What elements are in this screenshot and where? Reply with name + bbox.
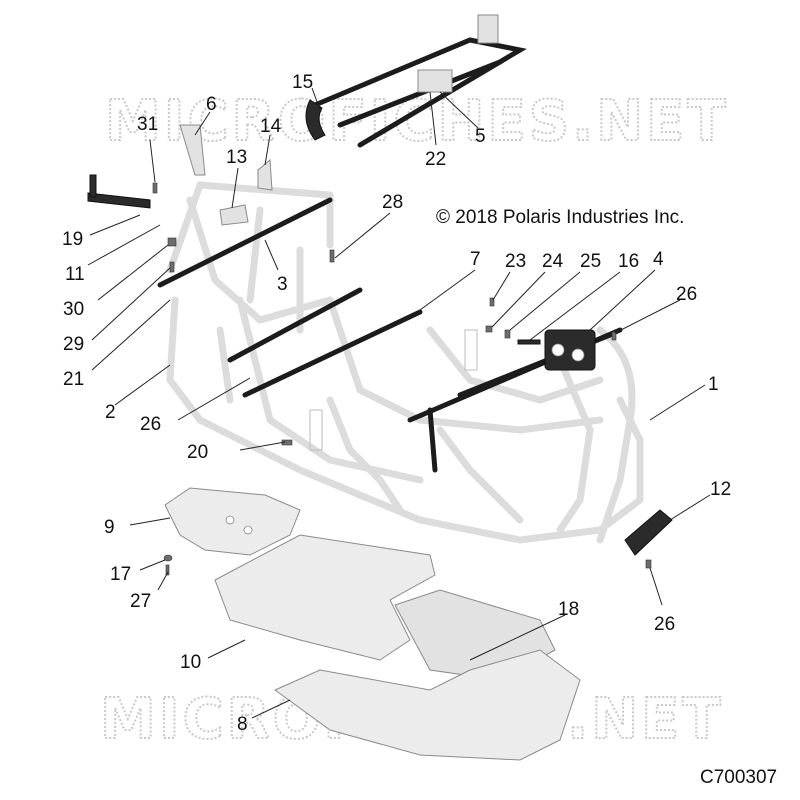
callout-12: 12 bbox=[710, 479, 731, 500]
bracket-13 bbox=[219, 204, 249, 226]
callout-6: 6 bbox=[206, 94, 217, 115]
frame-uprights bbox=[216, 206, 304, 404]
callout-11: 11 bbox=[65, 264, 85, 285]
bolt-31 bbox=[152, 182, 158, 194]
callout-22: 22 bbox=[425, 149, 446, 170]
callout-1: 1 bbox=[708, 374, 719, 395]
bracket-14 bbox=[257, 158, 273, 191]
frame-cross-brace bbox=[326, 396, 404, 514]
callout-27: 27 bbox=[130, 591, 151, 612]
callout-8: 8 bbox=[237, 714, 248, 735]
rear-mount-bracket bbox=[544, 329, 596, 371]
floor-plate-10 bbox=[214, 534, 436, 661]
frame-floor-rail-mid bbox=[326, 296, 604, 434]
part-16 bbox=[517, 339, 541, 345]
callouts: 15 5 22 6 31 14 13 19 11 30 29 21 2 3 28… bbox=[62, 72, 777, 788]
upper-rack-crossbar bbox=[337, 59, 503, 128]
bolt-27 bbox=[165, 564, 170, 576]
bracket-19 bbox=[87, 192, 151, 209]
part-25 bbox=[504, 329, 511, 339]
bolt-26-top bbox=[611, 331, 617, 341]
callout-15: 15 bbox=[292, 72, 313, 93]
upper-rack-bracket bbox=[417, 69, 453, 93]
callout-2: 2 bbox=[105, 402, 116, 423]
mount-hole bbox=[551, 343, 565, 357]
callout-13: 13 bbox=[226, 147, 247, 168]
rail-7b bbox=[242, 309, 423, 398]
skid-hole bbox=[225, 515, 235, 525]
diagram-code: C700307 bbox=[700, 767, 777, 788]
callout-25: 25 bbox=[580, 251, 601, 272]
callout-26-a: 26 bbox=[676, 284, 697, 305]
bolt-28 bbox=[329, 249, 335, 263]
frame-plate bbox=[464, 329, 478, 371]
callout-5: 5 bbox=[475, 126, 486, 147]
rail-7a bbox=[227, 287, 363, 363]
upper-rack-assembly bbox=[305, 14, 527, 148]
part-17 bbox=[163, 554, 173, 562]
frame-assembly bbox=[166, 181, 644, 544]
frame-plate-2 bbox=[309, 409, 323, 451]
bracket-12 bbox=[624, 509, 673, 556]
part-24 bbox=[485, 325, 493, 333]
copyright-notice: © 2018 Polaris Industries Inc. bbox=[436, 207, 684, 228]
callout-21: 21 bbox=[63, 369, 84, 390]
crossbar-3 bbox=[157, 197, 333, 288]
mount-hole bbox=[571, 348, 585, 362]
skid-hole bbox=[243, 525, 253, 535]
skid-plate-8 bbox=[274, 649, 581, 761]
bracket-19-tab bbox=[89, 174, 97, 198]
rear-bar-4-leg bbox=[427, 407, 438, 473]
callout-28: 28 bbox=[382, 192, 403, 213]
leader-lines bbox=[87, 87, 711, 719]
callout-16: 16 bbox=[618, 251, 639, 272]
frame-rear-brace bbox=[556, 356, 594, 534]
callout-31: 31 bbox=[137, 114, 158, 135]
callout-30: 30 bbox=[63, 299, 84, 320]
upper-rack-end-cap bbox=[305, 99, 326, 141]
callout-19: 19 bbox=[62, 229, 83, 250]
callout-24: 24 bbox=[542, 251, 564, 272]
frame-floor-rail-left bbox=[236, 296, 424, 484]
callout-10: 10 bbox=[180, 652, 201, 673]
frame-rear-hoop bbox=[596, 326, 636, 544]
callout-23: 23 bbox=[505, 251, 526, 272]
watermark-top: MICROFICHES.NET bbox=[105, 89, 729, 154]
upper-rack-mount bbox=[477, 14, 499, 44]
callout-17: 17 bbox=[110, 564, 131, 585]
upper-rack-frame bbox=[312, 37, 527, 148]
frame-top-rail bbox=[166, 181, 334, 274]
callout-3: 3 bbox=[277, 274, 288, 295]
callout-9: 9 bbox=[104, 517, 115, 538]
callout-26-b: 26 bbox=[140, 414, 161, 435]
bracket-6 bbox=[179, 124, 206, 176]
bolt-23 bbox=[489, 297, 495, 307]
frame-cross-brace-2 bbox=[436, 426, 524, 524]
callout-20: 20 bbox=[187, 442, 208, 463]
frame-bottom-rail bbox=[166, 296, 644, 544]
fasteners bbox=[152, 182, 652, 576]
callout-14: 14 bbox=[260, 116, 282, 137]
callout-29: 29 bbox=[63, 334, 84, 355]
bolt-29 bbox=[169, 261, 175, 273]
bolt-26-lower bbox=[645, 559, 652, 569]
part-30 bbox=[167, 237, 177, 247]
callout-4: 4 bbox=[653, 249, 664, 270]
callout-7: 7 bbox=[470, 249, 481, 270]
callout-18: 18 bbox=[558, 599, 579, 620]
callout-26-c: 26 bbox=[654, 614, 675, 635]
